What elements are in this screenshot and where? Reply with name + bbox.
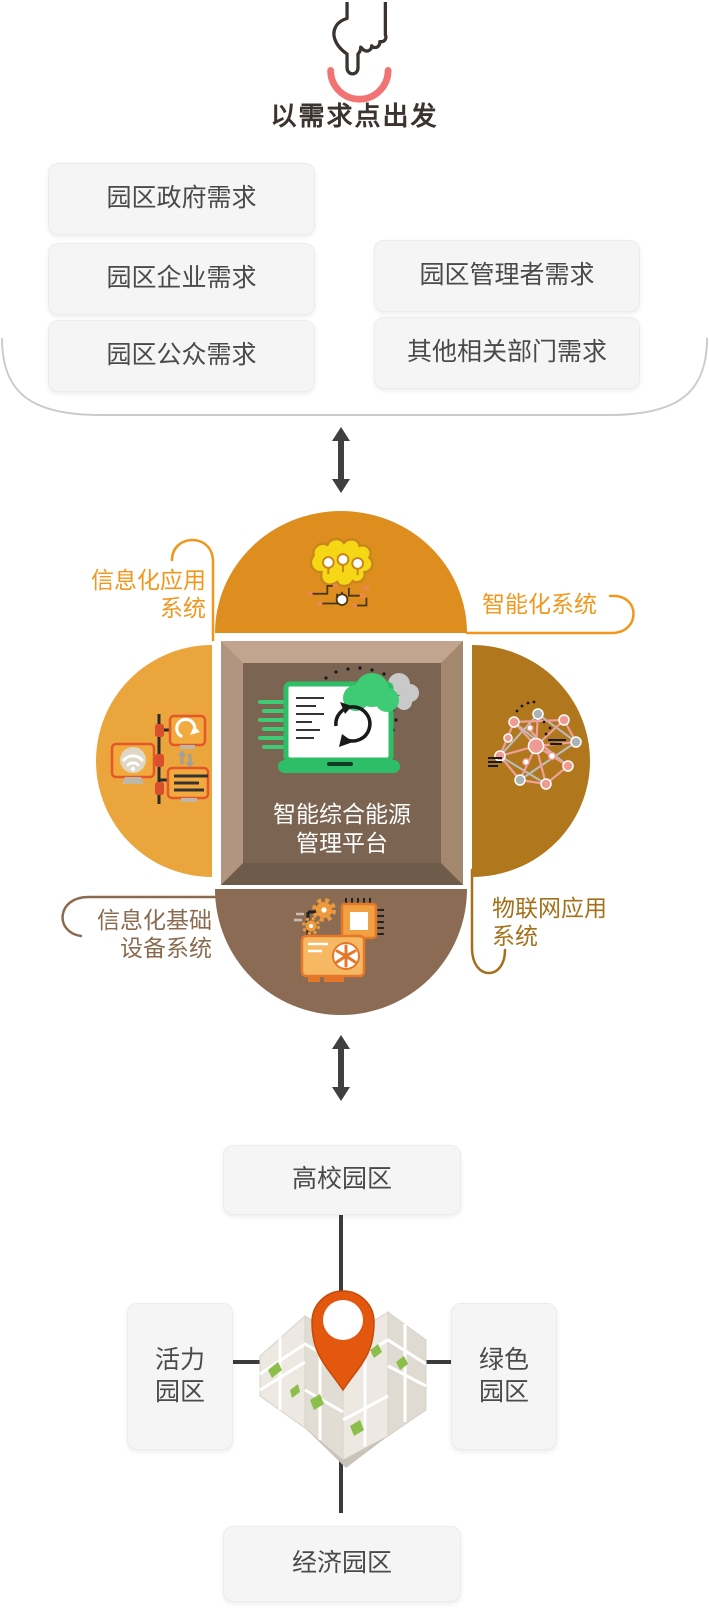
petal-label-iot: 物联网应用 系统 [492, 894, 682, 950]
petal-label-smart-system: 智能化系统 [482, 591, 597, 617]
label-line: 系统 [492, 923, 538, 949]
park-box-label: 绿色 园区 [479, 1345, 529, 1408]
brain-circuit-icon [306, 537, 374, 608]
double-arrow-icon-bottom [332, 1035, 350, 1101]
park-box-green: 绿色 园区 [451, 1303, 557, 1450]
park-box-label: 高校园区 [291, 1165, 392, 1194]
page-title: 以需求点出发 [270, 101, 439, 131]
mesh-network-icon [488, 700, 582, 790]
label-line: 物联网应用 [492, 895, 607, 921]
map-location-pin-icon [259, 1290, 427, 1468]
park-box-vitality: 活力 园区 [127, 1303, 233, 1450]
park-box-university: 高校园区 [223, 1145, 461, 1215]
label-line: 系统 [160, 595, 206, 621]
demand-box-other-departments: 其他相关部门需求 [374, 317, 640, 389]
demand-box-label: 园区政府需求 [106, 184, 257, 213]
demand-box-label: 其他相关部门需求 [406, 338, 607, 367]
laptop-cloud-sync-icon [258, 666, 419, 773]
label-line: 绿色 [478, 1346, 529, 1375]
label-line: 园区 [478, 1377, 529, 1406]
demand-box-label: 园区公众需求 [106, 341, 257, 370]
demand-box-label: 园区企业需求 [106, 264, 257, 293]
label-line: 活力 [154, 1346, 205, 1375]
demand-box-enterprise: 园区企业需求 [48, 243, 315, 315]
hardware-chip-icon [294, 898, 384, 982]
demand-box-label: 园区管理者需求 [419, 261, 595, 290]
park-box-label: 活力 园区 [155, 1345, 205, 1408]
petal-label-info-infra: 信息化基础 设备系统 [36, 906, 212, 962]
label-line: 信息化应用 [91, 567, 206, 593]
platform-title: 智能综合能源 管理平台 [221, 800, 463, 858]
hand-pointing-down-icon [327, 2, 392, 103]
park-box-economic: 经济园区 [223, 1526, 461, 1602]
petal-label-info-app: 信息化应用 系统 [30, 566, 206, 622]
label-line: 园区 [154, 1377, 205, 1406]
double-arrow-icon-top [332, 427, 350, 493]
demand-box-manager: 园区管理者需求 [374, 240, 640, 312]
platform-title-line1: 智能综合能源 [273, 801, 411, 827]
label-line: 信息化基础 [97, 907, 212, 933]
label-line: 设备系统 [120, 935, 212, 961]
demand-box-government: 园区政府需求 [48, 163, 315, 235]
park-box-label: 经济园区 [291, 1549, 392, 1578]
platform-title-line2: 管理平台 [296, 830, 388, 856]
demand-box-public: 园区公众需求 [48, 320, 315, 392]
network-devices-icon [110, 714, 210, 804]
